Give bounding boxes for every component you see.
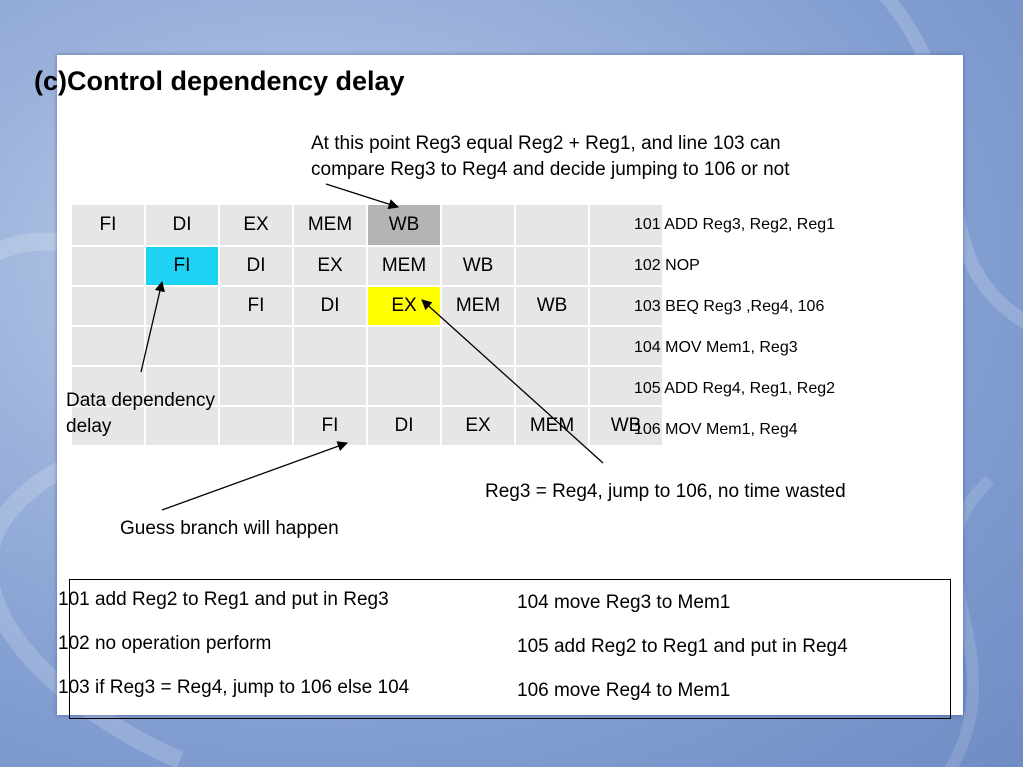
note-line-2: compare Reg3 to Reg4 and decide jumping …: [311, 159, 790, 180]
pipeline-cell: [515, 205, 590, 247]
pipeline-cell-fi-highlight: FI: [145, 246, 220, 287]
pipeline-cell: [367, 326, 442, 367]
pipeline-cell: [293, 326, 368, 367]
pipeline-cell: [589, 205, 664, 247]
pipeline-cell: FI: [293, 406, 368, 447]
pipeline-cell: [441, 326, 516, 367]
pipeline-cell: [515, 366, 590, 407]
pipeline-cell: [515, 326, 590, 367]
pipeline-row: FI DI EX MEM WB: [72, 286, 664, 327]
instruction-item: 102 NOP: [634, 257, 700, 274]
description-item: 105 add Reg2 to Reg1 and put in Reg4: [517, 636, 848, 657]
pipeline-cell: DI: [145, 205, 220, 247]
pipeline-row: FI DI EX MEM WB: [72, 246, 664, 287]
pipeline-cell: [367, 366, 442, 407]
instruction-item: 106 MOV Mem1, Reg4: [634, 421, 798, 438]
pipeline-row: [72, 326, 664, 367]
description-column-right: 104 move Reg3 to Mem1 105 add Reg2 to Re…: [517, 592, 848, 724]
page-title: (c)Control dependency delay: [34, 66, 405, 96]
pipeline-cell: [145, 366, 220, 407]
data-dependency-label: Data dependency delay: [66, 388, 215, 440]
pipeline-cell: [219, 406, 294, 447]
pipeline-cell: FI: [72, 205, 146, 247]
pipeline-cell: DI: [367, 406, 442, 447]
instruction-item: 104 MOV Mem1, Reg3: [634, 339, 798, 356]
pipeline-cell: WB: [441, 246, 516, 287]
pipeline-cell: [589, 286, 664, 327]
pipeline-cell: WB: [515, 286, 590, 327]
pipeline-cell-wb-highlight: WB: [367, 205, 442, 247]
pipeline-cell: [219, 366, 294, 407]
pipeline-cell: [72, 246, 146, 287]
pipeline-cell: [72, 326, 146, 367]
instruction-descriptions-box: [69, 579, 951, 719]
pipeline-cell: [293, 366, 368, 407]
description-column-left: 101 add Reg2 to Reg1 and put in Reg3 102…: [58, 589, 409, 721]
pipeline-cell: EX: [293, 246, 368, 287]
pipeline-cell: [441, 205, 516, 247]
pipeline-cell: EX: [441, 406, 516, 447]
description-item: 103 if Reg3 = Reg4, jump to 106 else 104: [58, 677, 410, 698]
pipeline-cell: [72, 406, 146, 447]
description-item: 106 move Reg4 to Mem1: [517, 680, 731, 701]
guess-branch-note: Guess branch will happen: [120, 518, 339, 539]
pipeline-cell: [219, 326, 294, 367]
pipeline-cell: [145, 286, 220, 327]
description-item: 102 no operation perform: [58, 633, 272, 654]
pipeline-row: FI DI EX MEM WB: [72, 205, 664, 247]
pipeline-cell: DI: [293, 286, 368, 327]
pipeline-cell: MEM: [293, 205, 368, 247]
pipeline-cell: MEM: [441, 286, 516, 327]
pipeline-cell: [72, 286, 146, 327]
jump-note: Reg3 = Reg4, jump to 106, no time wasted: [485, 481, 846, 502]
pipeline-cell: [145, 326, 220, 367]
pipeline-cell: [441, 366, 516, 407]
data-dependency-label-line1: Data dependency: [66, 390, 215, 411]
register-state-note: At this point Reg3 equal Reg2 + Reg1, an…: [311, 131, 789, 183]
pipeline-cell: [72, 366, 146, 407]
instruction-item: 101 ADD Reg3, Reg2, Reg1: [634, 216, 836, 233]
description-item: 104 move Reg3 to Mem1: [517, 592, 731, 613]
pipeline-cell: MEM: [367, 246, 442, 287]
pipeline-cell: FI: [219, 286, 294, 327]
instruction-item: 105 ADD Reg4, Reg1, Reg2: [634, 380, 836, 397]
instruction-item: 103 BEQ Reg3 ,Reg4, 106: [634, 298, 825, 315]
pipeline-cell-ex-highlight: EX: [367, 286, 442, 327]
note-line-1: At this point Reg3 equal Reg2 + Reg1, an…: [311, 133, 781, 154]
pipeline-cell: EX: [219, 205, 294, 247]
description-item: 101 add Reg2 to Reg1 and put in Reg3: [58, 589, 389, 610]
pipeline-cell: [145, 406, 220, 447]
pipeline-cell: DI: [219, 246, 294, 287]
instruction-list: 101 ADD Reg3, Reg2, Reg1 102 NOP 103 BEQ…: [634, 214, 835, 460]
pipeline-cell: MEM: [515, 406, 590, 447]
pipeline-cell: [515, 246, 590, 287]
data-dependency-label-line2: delay: [66, 416, 112, 437]
pipeline-cell: [589, 246, 664, 287]
